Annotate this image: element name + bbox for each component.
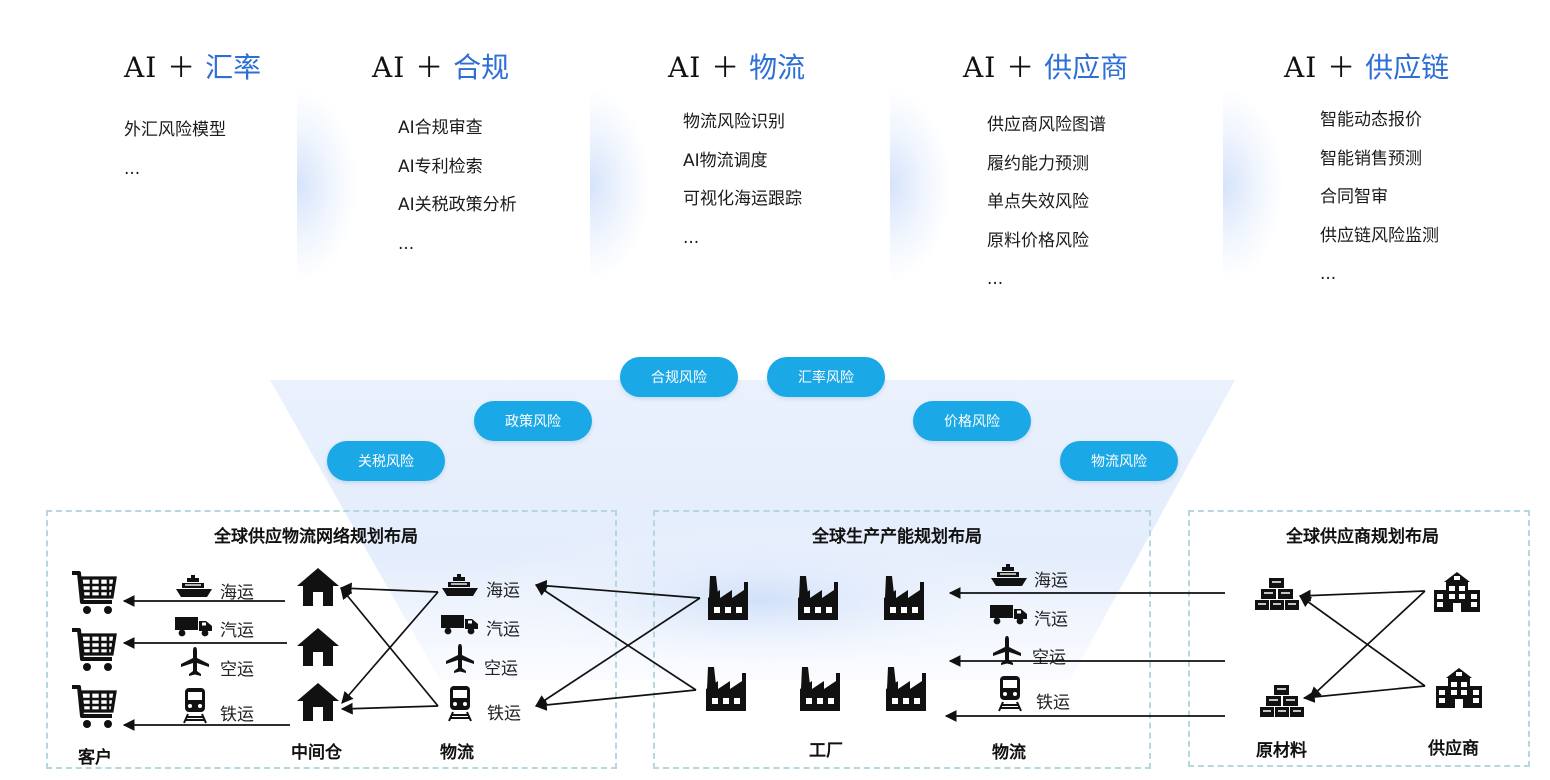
shopping-cart-icon: [72, 571, 117, 614]
factory-icon: [706, 667, 746, 711]
train-icon: [998, 676, 1022, 712]
column-separator: [590, 90, 650, 280]
production-panel-title: 全球生产产能规划布局: [812, 527, 982, 547]
list-item: ...: [124, 158, 141, 179]
mode-label-air: 空运: [1032, 648, 1066, 668]
mode-label-rail: 铁运: [487, 704, 521, 724]
mode-label-sea: 海运: [220, 583, 254, 603]
factory-icon: [886, 667, 926, 711]
truck-icon: [441, 615, 478, 635]
airplane-icon: [181, 647, 209, 676]
list-item: 合同智审: [1320, 187, 1388, 207]
mode-label-sea: 海运: [1034, 571, 1068, 591]
column-separator: [890, 90, 950, 280]
column-title-logistics: AI ＋ 物流: [668, 51, 806, 84]
risk-pill-fx: 汇率风险: [767, 357, 885, 397]
compliance-capability-list: AI合规审查 AI专利检索 AI关税政策分析 ...: [398, 116, 517, 270]
caption-logistics: 物流: [992, 743, 1026, 763]
train-icon: [183, 688, 207, 724]
caption-logistics: 物流: [440, 743, 474, 763]
list-item: AI关税政策分析: [398, 195, 517, 215]
warehouse-icon: [297, 628, 339, 666]
truck-icon: [175, 617, 212, 637]
supplier-building-icon: [1436, 668, 1482, 708]
shopping-cart-icon: [72, 628, 117, 671]
risk-pill-tariff: 关税风险: [327, 441, 445, 481]
supplier-building-icon: [1434, 572, 1480, 612]
list-item: AI专利检索: [398, 156, 483, 177]
caption-customer: 客户: [78, 748, 112, 768]
column-separator: [1223, 90, 1283, 280]
list-item: ...: [683, 227, 700, 248]
list-item: AI合规审查: [398, 118, 483, 138]
mode-label-air: 空运: [484, 659, 518, 679]
column-title-compliance: AI ＋ 合规: [372, 51, 510, 84]
risk-pill-policy: 政策风险: [474, 401, 592, 441]
list-item: 外汇风险模型: [124, 120, 226, 140]
factory-icon: [798, 576, 838, 620]
logistics-capability-list: 物流风险识别 AI物流调度 可视化海运跟踪 ...: [683, 110, 802, 264]
list-item: 智能销售预测: [1320, 148, 1422, 169]
column-title-supply-chain: AI ＋ 供应链: [1284, 51, 1450, 84]
supplier-capability-list: 供应商风险图谱 履约能力预测 单点失效风险 原料价格风险 ...: [987, 113, 1106, 306]
train-icon: [448, 686, 472, 722]
mode-label-rail: 铁运: [220, 705, 254, 725]
airplane-icon: [446, 644, 474, 673]
supplier-layout-panel: [1188, 510, 1530, 767]
list-item: 原料价格风险: [987, 230, 1089, 251]
risk-pill-price: 价格风险: [913, 401, 1031, 441]
mode-label-road: 汽运: [486, 620, 520, 640]
factory-icon: [800, 667, 840, 711]
list-item: ...: [1320, 264, 1337, 284]
airplane-icon: [993, 636, 1021, 665]
raw-materials-icon: [1260, 685, 1304, 717]
fx-capability-list: 外汇风险模型 ...: [124, 118, 226, 195]
list-item: 单点失效风险: [987, 192, 1089, 212]
list-item: 履约能力预测: [987, 153, 1089, 174]
column-separator: [297, 90, 357, 280]
supplier-panel-title: 全球供应商规划布局: [1286, 527, 1439, 547]
mode-label-road: 汽运: [1034, 610, 1068, 630]
list-item: 供应链风险监测: [1320, 225, 1439, 246]
warehouse-icon: [297, 568, 339, 606]
list-item: ...: [398, 233, 415, 254]
mode-label-road: 汽运: [220, 621, 254, 641]
list-item: 物流风险识别: [683, 112, 785, 132]
ship-icon: [176, 575, 212, 597]
mode-label-sea: 海运: [486, 581, 520, 601]
list-item: 供应商风险图谱: [987, 115, 1106, 135]
caption-raw-materials: 原材料: [1256, 741, 1307, 761]
list-item: AI物流调度: [683, 150, 768, 171]
factory-icon: [708, 576, 748, 620]
caption-factory: 工厂: [809, 741, 843, 761]
raw-materials-icon: [1255, 578, 1299, 610]
list-item: 智能动态报价: [1320, 110, 1422, 130]
ship-icon: [991, 564, 1027, 586]
factory-icon: [884, 576, 924, 620]
list-item: ...: [987, 269, 1004, 289]
logistics-panel-title: 全球供应物流网络规划布局: [214, 527, 418, 547]
mode-label-air: 空运: [220, 660, 254, 680]
warehouse-icon: [297, 683, 339, 721]
truck-icon: [990, 605, 1027, 625]
column-title-supplier: AI ＋ 供应商: [963, 51, 1129, 84]
risk-pill-logistics: 物流风险: [1060, 441, 1178, 481]
mode-label-rail: 铁运: [1036, 693, 1070, 713]
caption-warehouse: 中间仓: [291, 743, 342, 763]
column-title-fx: AI ＋ 汇率: [124, 51, 262, 84]
ship-icon: [442, 574, 478, 596]
list-item: 可视化海运跟踪: [683, 189, 802, 209]
risk-pill-compliance: 合规风险: [620, 357, 738, 397]
production-capacity-panel: [653, 510, 1151, 769]
supply-chain-capability-list: 智能动态报价 智能销售预测 合同智审 供应链风险监测 ...: [1320, 108, 1439, 301]
caption-supplier: 供应商: [1428, 739, 1479, 759]
shopping-cart-icon: [72, 685, 117, 728]
